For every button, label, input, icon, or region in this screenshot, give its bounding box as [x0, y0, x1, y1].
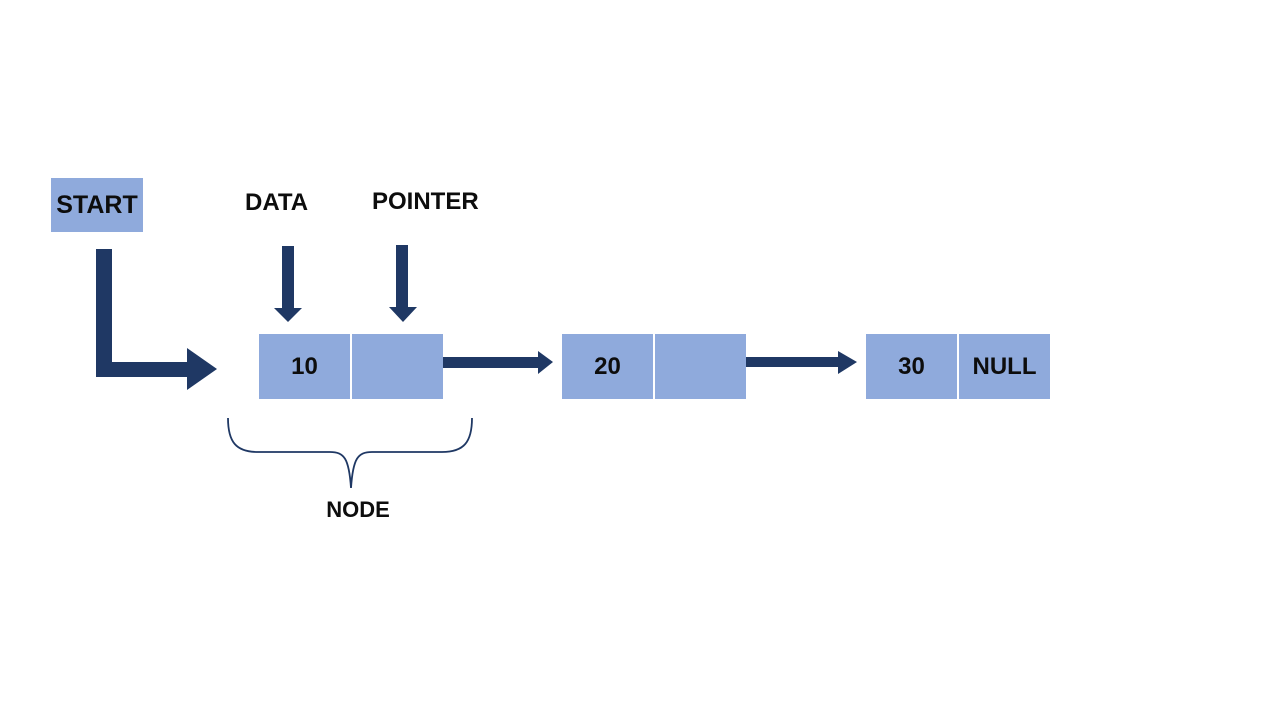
node-2: 20 [562, 334, 746, 399]
node-3-pointer-value: NULL [972, 352, 1037, 380]
data-label: DATA [245, 189, 309, 216]
pointer-down-arrow-icon [389, 245, 417, 322]
node-2-data-cell: 20 [562, 334, 653, 399]
node-2-pointer-cell [655, 334, 746, 399]
node-1-data-value: 10 [291, 352, 318, 380]
data-down-arrow-icon [274, 246, 302, 322]
node-3: 30 NULL [866, 334, 1050, 399]
node-3-data-cell: 30 [866, 334, 957, 399]
node-1: 10 [259, 334, 443, 399]
node-1-data-cell: 10 [259, 334, 350, 399]
node-caption: NODE [326, 497, 390, 522]
pointer-label: POINTER [372, 188, 479, 215]
start-elbow-arrow-icon [96, 249, 217, 390]
node-1-pointer-cell [352, 334, 443, 399]
node-3-pointer-cell: NULL [959, 334, 1050, 399]
node-3-data-value: 30 [898, 352, 925, 380]
start-box: START [51, 178, 143, 232]
node-2-data-value: 20 [594, 352, 621, 380]
node-brace-icon [227, 417, 473, 489]
start-label: START [56, 190, 138, 219]
